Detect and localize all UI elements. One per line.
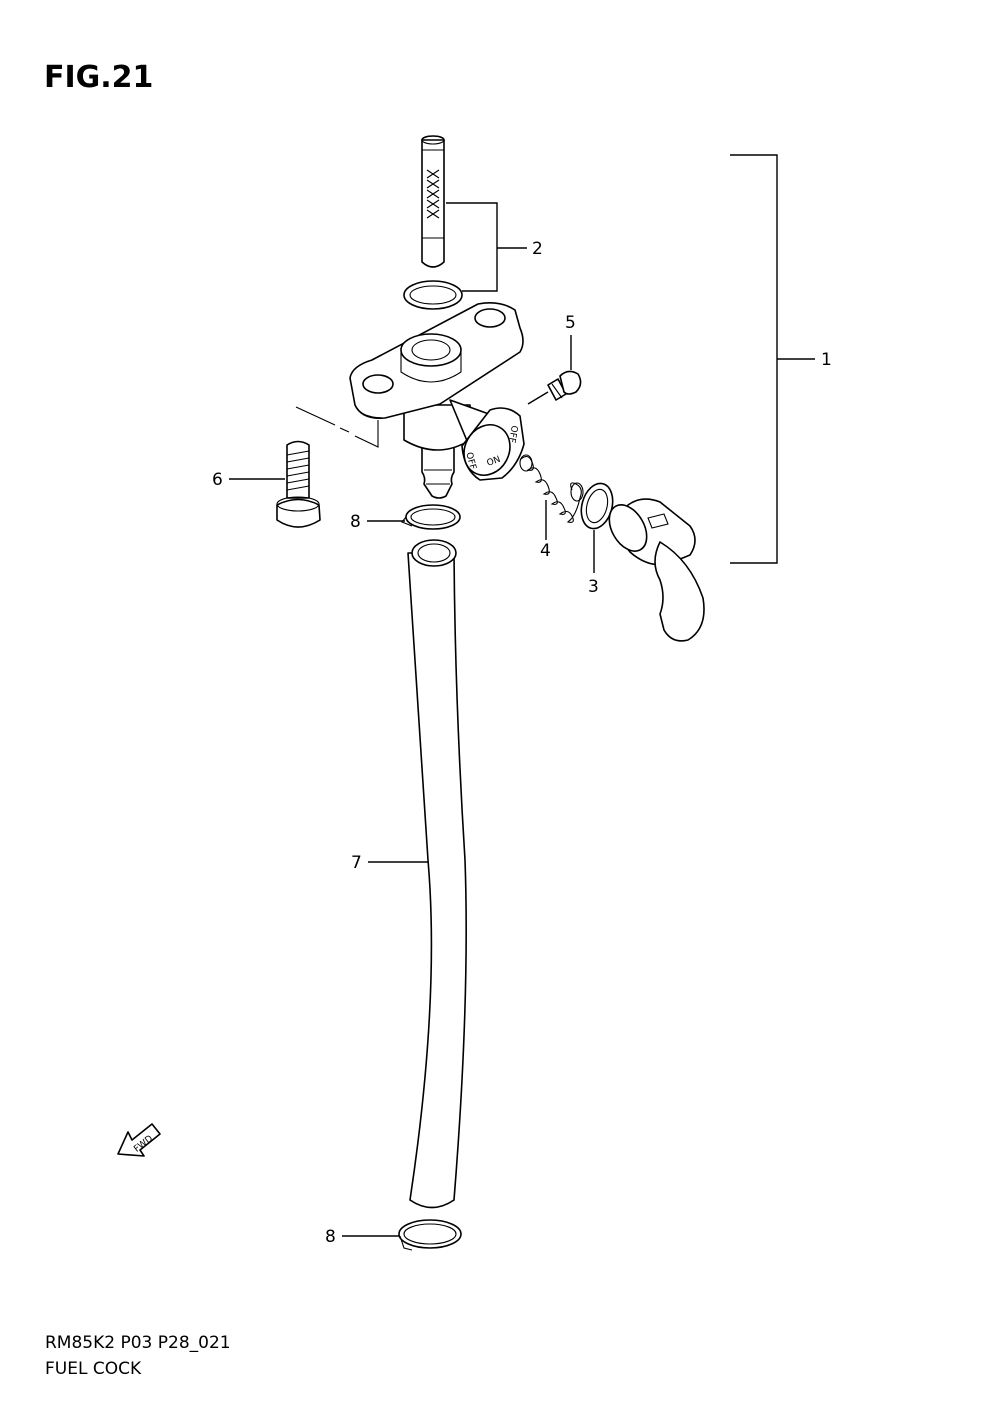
callout-8-bottom: 8 bbox=[325, 1227, 336, 1247]
fuel-hose bbox=[407, 539, 467, 1209]
callout-1: 1 bbox=[821, 350, 832, 370]
spring bbox=[519, 454, 584, 523]
lever-mark-off-2: OFF bbox=[506, 424, 519, 443]
mounting-bolt bbox=[276, 440, 321, 528]
callout-bracket-2 bbox=[446, 202, 527, 292]
callout-2: 2 bbox=[532, 239, 543, 259]
figure-title: FIG.21 bbox=[44, 60, 154, 95]
lever-mark-off: OFF bbox=[463, 451, 477, 470]
hose-clamp-top bbox=[401, 504, 461, 530]
callout-3: 3 bbox=[588, 577, 599, 597]
assembly-bracket-1 bbox=[730, 154, 815, 564]
lever-o-ring bbox=[580, 482, 614, 530]
model-code: RM85K2 P03 P28_021 bbox=[45, 1333, 231, 1353]
fuel-cock-body: OFF ON OFF bbox=[349, 302, 525, 499]
callout-4: 4 bbox=[540, 541, 551, 561]
fuel-filter-strainer bbox=[421, 135, 445, 268]
callout-5: 5 bbox=[565, 313, 576, 333]
lever-mark-on: ON bbox=[486, 455, 502, 469]
fuel-cock-lever bbox=[608, 498, 705, 642]
fwd-arrow-icon: FWD bbox=[117, 1123, 161, 1157]
hose-clamp-bottom bbox=[398, 1219, 462, 1251]
leader-5-axis bbox=[527, 391, 549, 405]
callout-8-top: 8 bbox=[350, 512, 361, 532]
bolt-dash-leader bbox=[295, 406, 379, 448]
filter-o-ring bbox=[403, 280, 463, 310]
callout-7: 7 bbox=[351, 853, 362, 873]
callout-6: 6 bbox=[212, 470, 223, 490]
small-screw bbox=[547, 370, 582, 401]
figure-name: FUEL COCK bbox=[45, 1359, 142, 1379]
